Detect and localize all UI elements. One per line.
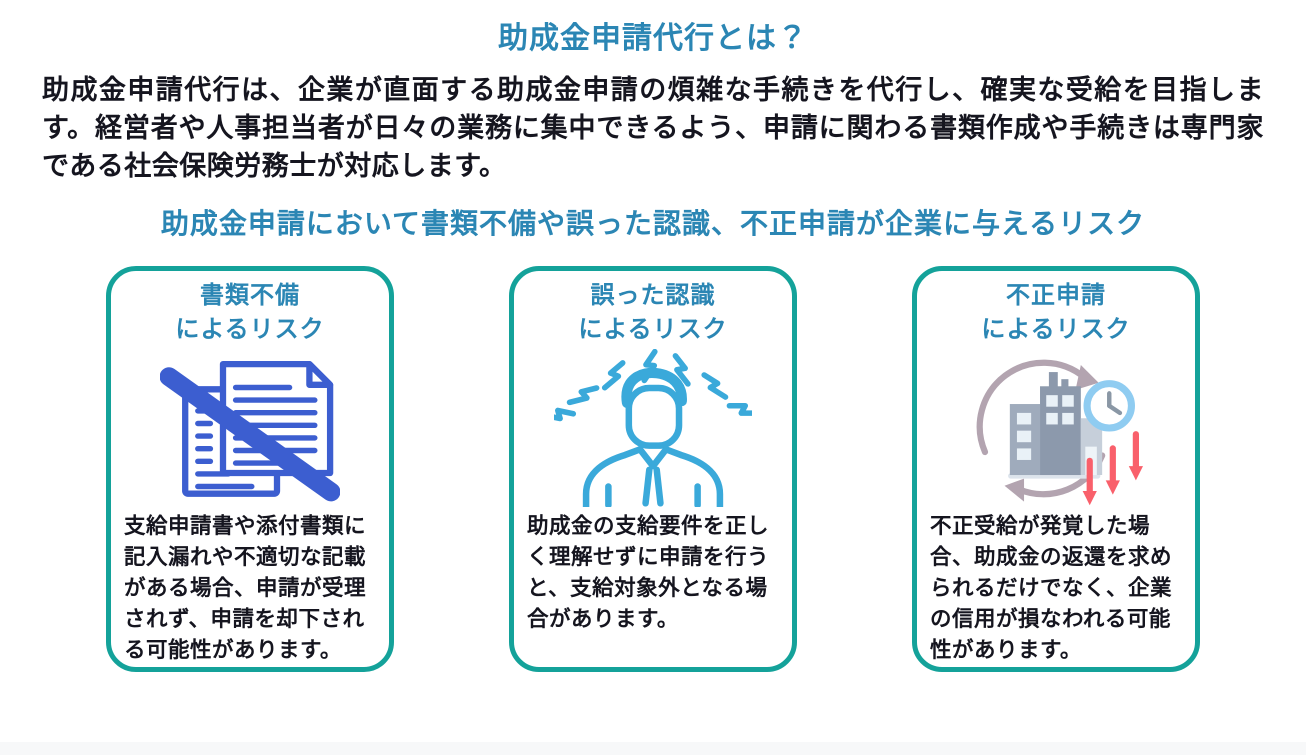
card-body-text: 助成金の支給要件を正しく理解せずに申請を行うと、支給対象外となる場合があります。	[527, 514, 770, 631]
crossed-documents-icon	[160, 349, 340, 507]
card-title-line2: によるリスク	[175, 316, 325, 343]
card-title-line1: 不正申請	[1006, 282, 1106, 309]
card-title-line1: 誤った認識	[590, 282, 716, 309]
risk-card-fraudulent-application: 不正申請 によるリスク	[912, 266, 1200, 672]
risk-card-misunderstanding: 誤った認識 によるリスク	[509, 266, 797, 672]
footer-band	[0, 742, 1306, 755]
card-title: 書類不備 によるリスク	[175, 279, 324, 347]
card-body-text: 支給申請書や添付書類に記入漏れや不適切な記載がある場合、申請が受理されず、申請を…	[124, 514, 367, 662]
card-title-line2: によるリスク	[578, 316, 728, 343]
risk-cards: 書類不備 によるリスク	[0, 266, 1306, 672]
card-title-line2: によるリスク	[981, 316, 1131, 343]
card-title-line1: 書類不備	[200, 282, 300, 309]
stressed-person-icon	[554, 349, 752, 507]
card-body-text: 不正受給が発覚した場合、助成金の返還を求められるだけでなく、企業の信用が損なわれ…	[930, 514, 1173, 662]
intro-paragraph: 助成金申請代行は、企業が直面する助成金申請の煩雑な手続きを代行し、確実な受給を目…	[42, 75, 1264, 181]
card-title: 誤った認識 によるリスク	[578, 279, 727, 347]
card-title: 不正申請 によるリスク	[981, 279, 1130, 347]
company-credit-decline-icon	[954, 349, 1158, 507]
risk-card-document-deficiency: 書類不備 によるリスク	[106, 266, 394, 672]
grant-agency-info-page: 助成金申請代行とは？ 助成金申請代行は、企業が直面する助成金申請の煩雑な手続きを…	[0, 20, 1306, 755]
risks-section-heading: 助成金申請において書類不備や誤った認識、不正申請が企業に与えるリスク	[160, 208, 1146, 239]
page-title: 助成金申請代行とは？	[498, 22, 808, 55]
